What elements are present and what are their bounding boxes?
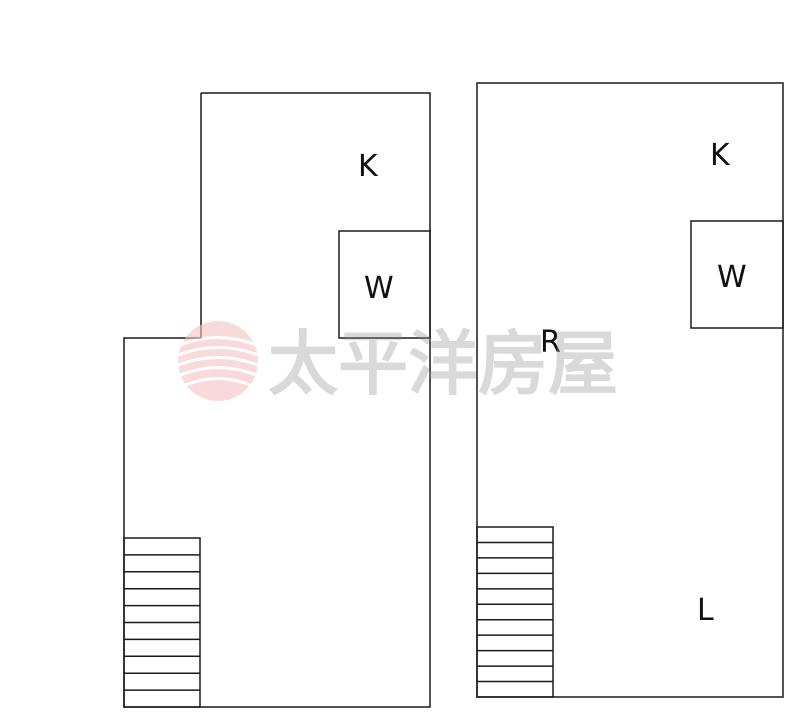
right-staircase-frame [476,526,554,698]
left-washroom-label: W [364,271,394,306]
right-room-label: R [540,325,561,360]
left-washroom-box [338,230,431,339]
right-staircase [476,526,554,698]
right-kitchen-label: K [710,138,731,173]
right-washroom-box [690,220,784,329]
right-floor-outline [476,82,784,698]
watermark-text: 太平洋房屋 [268,322,618,405]
watermark: 太平洋房屋 [177,321,618,405]
floor-plan-right: K W R L [476,82,784,698]
sphere-wave-logo-icon [177,321,259,401]
right-washroom-label: W [717,260,747,295]
right-living-label: L [697,593,714,628]
left-staircase [123,537,201,708]
left-kitchen-label: K [358,149,379,184]
